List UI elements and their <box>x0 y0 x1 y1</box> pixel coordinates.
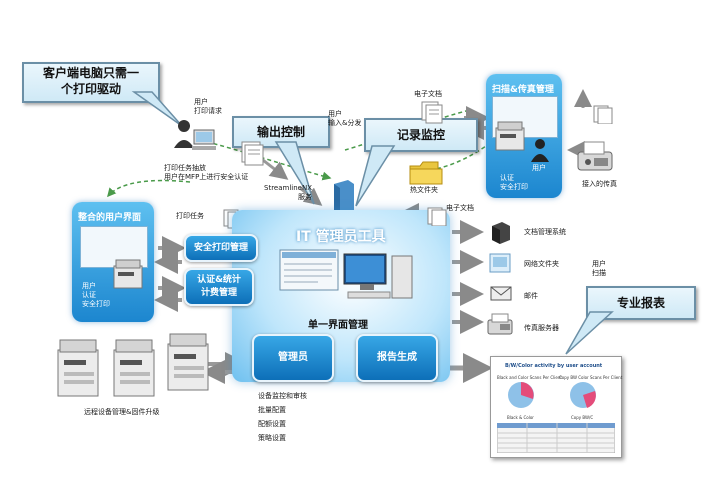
callout-tail-reports <box>565 311 614 355</box>
network-folder-icon <box>489 253 511 273</box>
fax-server-icon <box>487 313 513 335</box>
callout-tail-output <box>274 141 315 205</box>
remote-mfp-devices-icon <box>57 333 209 397</box>
e-document-top-label: 电子文档 <box>414 90 442 98</box>
scan-fax-panel: 扫描&传真管理 用户 认证 安全打印 <box>486 74 562 198</box>
callout-client-driver: 客户端电脑只需一 个打印驱动 <box>22 62 160 103</box>
network-folder-label: 网络文件夹 <box>524 260 559 268</box>
scan-fax-user-label: 用户 <box>532 164 546 172</box>
e-document-right-icon <box>427 207 447 226</box>
fax-machine-icon <box>577 141 613 171</box>
flow-dashed-left <box>107 179 191 198</box>
integrated-auth-label: 用户 认证 安全打印 <box>82 282 110 308</box>
report-gen-box: 报告生成 <box>356 334 438 382</box>
integrated-ui-panel: 整合的用户界面 用户 认证 安全打印 <box>72 202 154 322</box>
user-input-distribute-label: 用户 输入&分发 <box>328 110 362 127</box>
server-icon <box>334 180 354 214</box>
report-chart1-title: Black and Color Scans Per Client <box>497 375 562 380</box>
report-thumbnail: B/W/Color activity by user account Black… <box>490 356 622 458</box>
integrated-ui-title: 整合的用户界面 <box>78 213 142 223</box>
batch-config-label: 批量配置 <box>258 406 286 414</box>
connected-fax-label: 接入的传真 <box>582 180 617 188</box>
report-chart2-label: Copy BW/C <box>571 415 594 420</box>
hot-folder-icon <box>409 161 443 185</box>
streamline-label: StreamlineNX 服务 <box>264 184 312 201</box>
quota-setting-label: 配额设置 <box>258 420 286 428</box>
it-admin-tools-title: IT 管理员工具 <box>296 229 386 245</box>
report-chart2-title: Copy BW Color Scans Per Client <box>559 375 623 380</box>
e-document-top-icon <box>421 101 443 124</box>
fax-server-label: 传真服务器 <box>524 324 559 332</box>
secure-print-mgmt-box: 安全打印管理 <box>184 234 258 262</box>
report-chart1-label: Black & Color <box>507 415 534 420</box>
doc-mgmt-system-icon <box>492 222 510 244</box>
device-monitor-label: 设备监控和审核 <box>258 392 307 400</box>
callout-tail-client <box>131 91 183 127</box>
integrated-mfp-icon <box>113 259 143 289</box>
report-title: B/W/Color activity by user account <box>505 363 603 369</box>
single-ui-mgmt-label: 单一界面管理 <box>308 320 368 331</box>
policy-setting-label: 策略设置 <box>258 434 286 442</box>
mail-icon <box>490 286 512 301</box>
remote-mgmt-label: 远程设备管理&固件升级 <box>84 408 160 416</box>
report-table <box>497 423 615 453</box>
user-scan-label: 用户 扫描 <box>592 260 606 277</box>
report-pie-charts <box>508 382 596 408</box>
doc-mgmt-system-label: 文档管理系统 <box>524 228 566 236</box>
document-stack-icon <box>241 141 264 166</box>
mail-label: 邮件 <box>524 292 538 300</box>
print-job-label: 打印任务 <box>176 212 204 220</box>
scan-doc-icon <box>593 105 613 124</box>
hot-folder-label: 热文件夹 <box>410 186 438 194</box>
user-pc-icon <box>174 120 216 150</box>
admin-box: 管理员 <box>252 334 334 382</box>
user-print-request-label: 用户 打印请求 <box>194 98 222 115</box>
e-document-right-label: 电子文档 <box>446 204 474 212</box>
auth-billing-mgmt-box: 认证&统计 计费管理 <box>184 268 254 306</box>
scan-fax-mfp-icon <box>495 121 525 151</box>
scan-fax-title: 扫描&传真管理 <box>492 85 554 95</box>
admin-workstation-icon <box>279 249 413 299</box>
scan-fax-auth-label: 认证 安全打印 <box>500 174 528 191</box>
print-job-pull-label: 打印任务抽放 用户在MFP上进行安全认证 <box>164 164 249 181</box>
callout-tail-record <box>355 145 396 207</box>
scan-fax-user-icon <box>531 139 549 162</box>
